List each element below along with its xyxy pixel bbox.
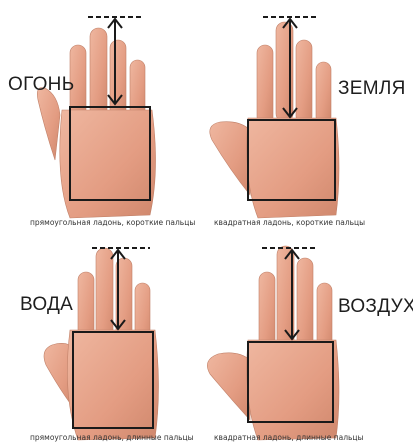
title-earth: ЗЕМЛЯ — [338, 78, 406, 100]
caption-air: квадратная ладонь, длинные пальцы — [214, 433, 363, 442]
panel-fire — [37, 17, 155, 218]
caption-earth: квадратная ладонь, короткие пальцы — [214, 218, 365, 227]
hand-water — [44, 248, 159, 440]
title-fire: ОГОНЬ — [8, 74, 74, 96]
hand-fire — [37, 28, 155, 218]
caption-water: прямоугольная ладонь, длинные пальцы — [30, 433, 194, 442]
panel-water — [44, 248, 159, 440]
title-water: ВОДА — [20, 294, 73, 316]
title-air: ВОЗДУХ — [338, 296, 413, 318]
panel-air — [207, 246, 339, 440]
panel-earth — [210, 17, 339, 218]
caption-fire: прямоугольная ладонь, короткие пальцы — [30, 218, 195, 227]
